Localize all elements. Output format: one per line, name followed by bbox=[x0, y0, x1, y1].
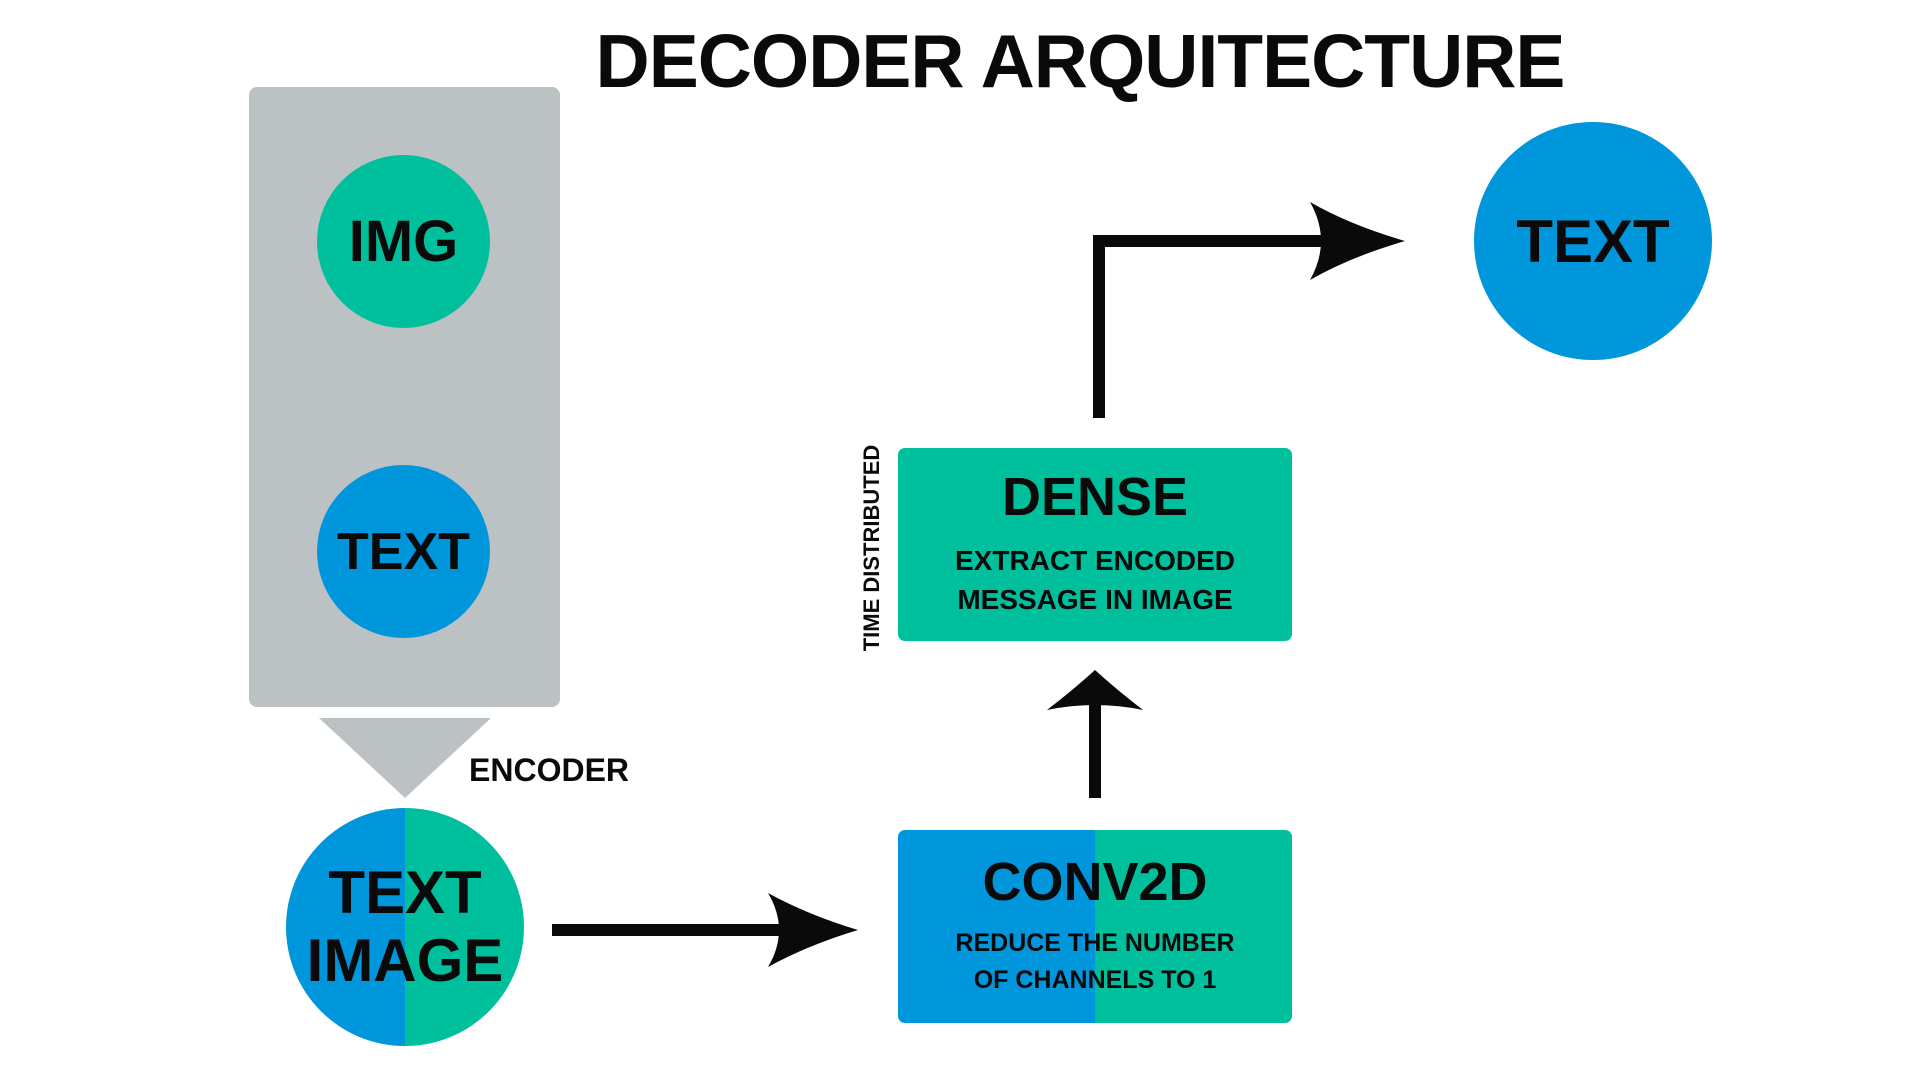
img-input-label: IMG bbox=[348, 209, 459, 274]
page-title: DECODER ARQUITECTURE bbox=[595, 19, 1566, 103]
dense-description-line2: MESSAGE IN IMAGE bbox=[957, 583, 1233, 615]
text-image-node: TEXT IMAGE bbox=[286, 808, 524, 1046]
text-image-label-line1: TEXT bbox=[328, 859, 482, 927]
conv2d-description-line2: OF CHANNELS TO 1 bbox=[973, 965, 1217, 994]
encoder-chevron bbox=[319, 718, 491, 798]
conv2d-block: CONV2D REDUCE THE NUMBER OF CHANNELS TO … bbox=[898, 830, 1292, 1023]
text-image-label-line2: IMAGE bbox=[306, 927, 504, 994]
conv2d-title: CONV2D bbox=[982, 852, 1208, 913]
text-input-label: TEXT bbox=[337, 522, 470, 581]
dense-description-line1: EXTRACT ENCODED bbox=[954, 544, 1235, 576]
arrow-conv2d-to-dense bbox=[1047, 670, 1143, 798]
text-output-label: TEXT bbox=[1516, 207, 1670, 275]
dense-block: DENSE EXTRACT ENCODED MESSAGE IN IMAGE bbox=[898, 448, 1292, 641]
arrow-textimage-to-conv2d bbox=[552, 893, 858, 967]
arrow-dense-to-output bbox=[1093, 202, 1405, 418]
dense-title: DENSE bbox=[1001, 466, 1189, 527]
encoder-label: ENCODER bbox=[469, 752, 630, 788]
conv2d-description-line1: REDUCE THE NUMBER bbox=[955, 929, 1235, 958]
img-input-node: IMG bbox=[317, 155, 490, 328]
text-output-node: TEXT bbox=[1474, 122, 1712, 360]
text-input-node: TEXT bbox=[317, 465, 490, 638]
